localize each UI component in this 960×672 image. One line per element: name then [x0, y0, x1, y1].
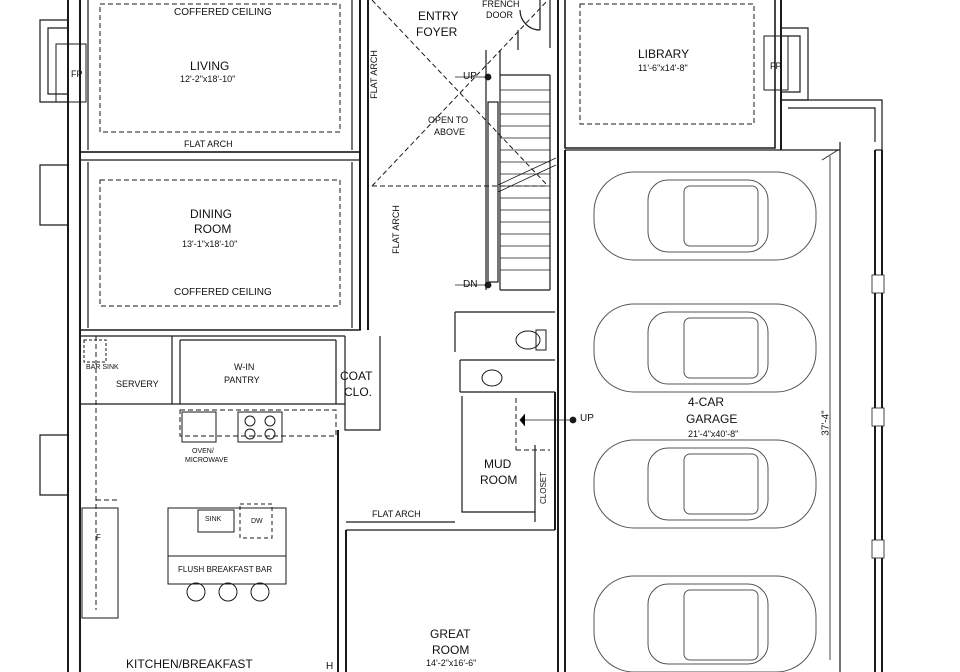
stair-up-label: UP: [463, 71, 477, 82]
oven-label-1: OVEN/: [192, 448, 214, 455]
living-ceiling-label: COFFERED CEILING: [174, 7, 272, 18]
flat-arch-3: FLAT ARCH: [390, 205, 401, 254]
garage-name-1: 4-CAR: [688, 395, 725, 409]
entry-name-2: FOYER: [416, 25, 458, 39]
fireplace-living: FP: [71, 69, 83, 79]
flat-arch-1: FLAT ARCH: [184, 139, 233, 149]
kitchen-sink: [197, 509, 235, 533]
oven: [181, 411, 217, 443]
kitchen-name: KITCHEN/BREAKFAST: [126, 657, 253, 671]
garage-cars: [593, 171, 817, 672]
pantry-name-2: PANTRY: [224, 375, 260, 385]
coat-name-1: COAT: [340, 369, 373, 383]
flat-arch-4: FLAT ARCH: [372, 509, 421, 519]
closet-label: CLOSET: [539, 471, 549, 505]
refrigerator: [81, 507, 119, 619]
car-4: [593, 575, 817, 672]
open-above-1: OPEN TO: [428, 115, 469, 125]
dining-room-dim: 13'-1"x18'-10": [182, 239, 238, 249]
toilet: [515, 330, 541, 350]
dining-room-name-1: DINING: [190, 207, 232, 221]
bar-sink-label: BAR SINK: [86, 364, 119, 371]
dw-label: DW: [251, 518, 263, 525]
dining-ceiling-label: COFFERED CEILING: [174, 287, 272, 298]
ceiling-outlines: [95, 0, 755, 610]
sink-label: SINK: [205, 516, 222, 523]
fixtures: [55, 35, 789, 619]
great-room-name-2: ROOM: [432, 643, 470, 657]
cut-marker: H: [326, 661, 334, 672]
bar-sink: [83, 339, 107, 363]
walls: [39, 0, 883, 672]
mud-name-1: MUD: [484, 457, 512, 471]
entry-name-1: ENTRY: [418, 9, 459, 23]
living-room-dim: 12'-2"x18'-10": [180, 74, 236, 84]
great-room-dim: 14'-2"x16'-6": [426, 658, 477, 668]
car-2: [593, 303, 817, 393]
lavatory: [481, 369, 503, 387]
garage-depth: 37'-4": [820, 410, 832, 436]
oven-label-2: MICROWAVE: [185, 457, 229, 464]
car-3: [593, 439, 817, 529]
flat-arch-2: FLAT ARCH: [368, 50, 379, 99]
stair-dn-label: DN: [463, 279, 478, 290]
dishwasher: [239, 503, 273, 539]
great-room-name-1: GREAT: [430, 627, 471, 641]
coat-name-2: CLO.: [344, 385, 373, 399]
servery-name: SERVERY: [116, 379, 159, 389]
french-door-2: DOOR: [486, 10, 513, 20]
pantry-name-1: W-IN: [234, 362, 255, 372]
french-door-1: FRENCH: [482, 0, 520, 9]
open-above-2: ABOVE: [434, 127, 466, 137]
stair-treads: [455, 73, 577, 427]
garage-name-2: GARAGE: [686, 412, 738, 426]
library-name: LIBRARY: [638, 47, 690, 61]
garage-up-label: UP: [580, 413, 594, 424]
car-1: [593, 171, 817, 261]
mud-name-2: ROOM: [480, 473, 518, 487]
library-dim: 11'-6"x14'-8": [638, 63, 688, 73]
fridge-label: F: [96, 533, 101, 542]
breakfast-bar-label: FLUSH BREAKFAST BAR: [178, 565, 273, 574]
living-room-name: LIVING: [190, 59, 230, 73]
dining-room-name-2: ROOM: [194, 222, 232, 236]
garage-dimension-line: [821, 149, 885, 660]
cooktop: [237, 411, 283, 443]
fireplace-library: FP: [770, 61, 782, 71]
garage-dim: 21'-4"x40'-8": [688, 429, 739, 439]
